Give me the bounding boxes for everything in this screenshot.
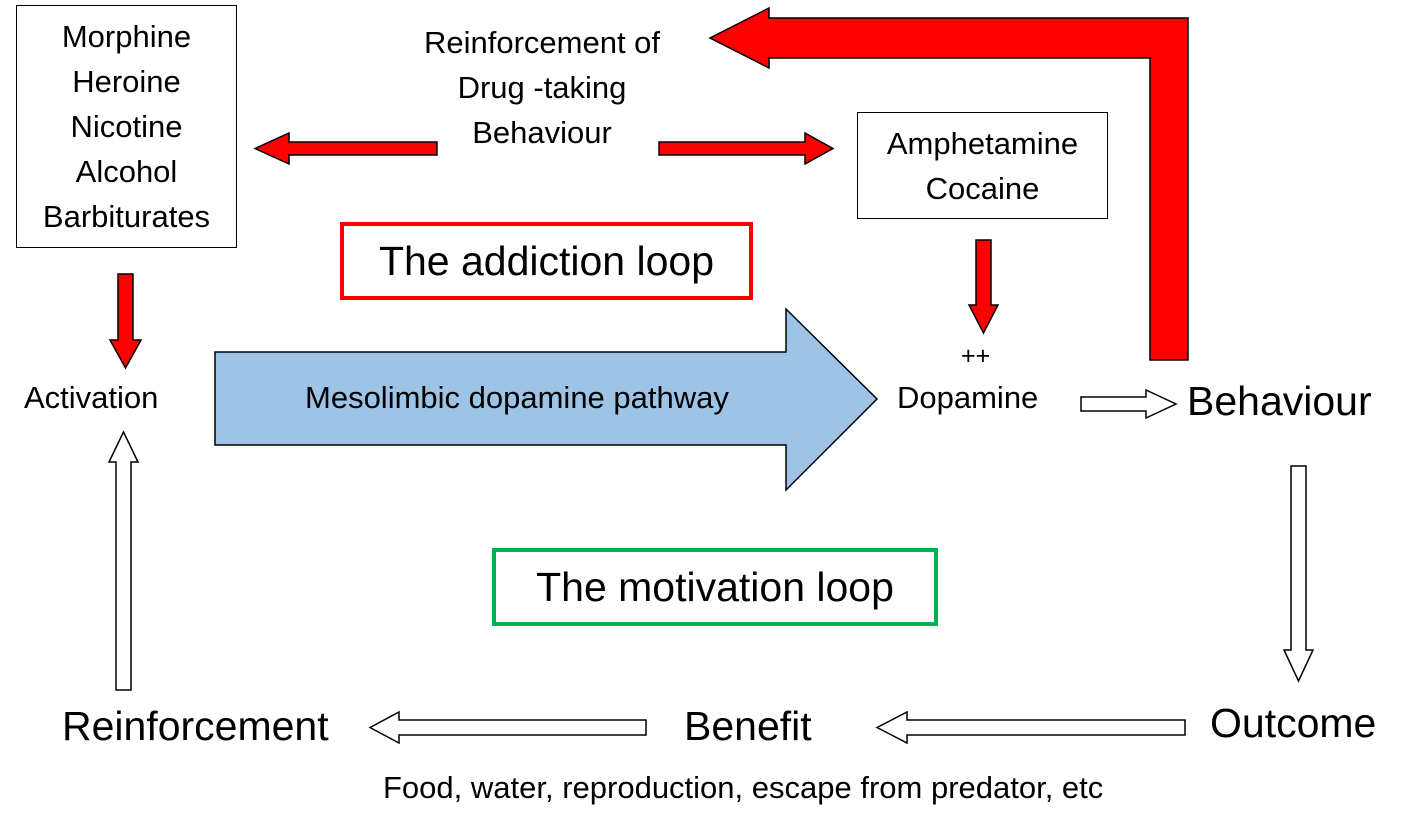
arrow-benefit-to-reinforcement — [368, 710, 647, 745]
drug-item: Barbiturates — [42, 199, 211, 234]
reinforcement-drug-label: Reinforcement of Drug -taking Behaviour — [423, 25, 661, 150]
arrow-to-drugs — [253, 131, 438, 166]
benefit-label: Benefit — [684, 703, 812, 749]
stimulant-item: Amphetamine — [886, 125, 1079, 161]
pathway-arrow — [214, 307, 879, 492]
arrow-dopamine-to-behaviour — [1080, 388, 1178, 420]
drug-item: Nicotine — [70, 109, 183, 144]
arrow-outcome-to-benefit — [875, 710, 1186, 745]
arrow-drugs-to-activation — [108, 273, 143, 370]
arrow-behaviour-to-outcome — [1282, 465, 1315, 683]
arrow-stimulants-to-dopamine — [967, 239, 1000, 335]
arrow-to-stimulants — [658, 131, 835, 166]
stimulants-box: Amphetamine Cocaine — [857, 112, 1108, 219]
benefit-examples: Food, water, reproduction, escape from p… — [383, 770, 1104, 805]
dopamine-label: Dopamine — [897, 380, 1039, 415]
stimulant-item: Cocaine — [925, 170, 1040, 206]
motivation-loop-label: The motivation loop — [492, 548, 938, 626]
addiction-loop-label: The addiction loop — [340, 222, 753, 300]
drug-item: Alcohol — [75, 154, 178, 189]
plusplus-label: ++ — [961, 342, 991, 370]
outcome-label: Outcome — [1210, 700, 1377, 746]
activation-label: Activation — [24, 380, 159, 415]
feedback-arrow-red — [708, 6, 1189, 361]
drugs-box: Morphine Heroine Nicotine Alcohol Barbit… — [16, 5, 237, 248]
reinforcement-label: Reinforcement — [62, 703, 329, 749]
drug-item: Heroine — [72, 64, 181, 99]
arrow-reinforcement-to-activation — [107, 430, 140, 691]
behaviour-label: Behaviour — [1187, 378, 1372, 424]
drug-item: Morphine — [61, 19, 192, 54]
pathway-label: Mesolimbic dopamine pathway — [305, 380, 729, 415]
